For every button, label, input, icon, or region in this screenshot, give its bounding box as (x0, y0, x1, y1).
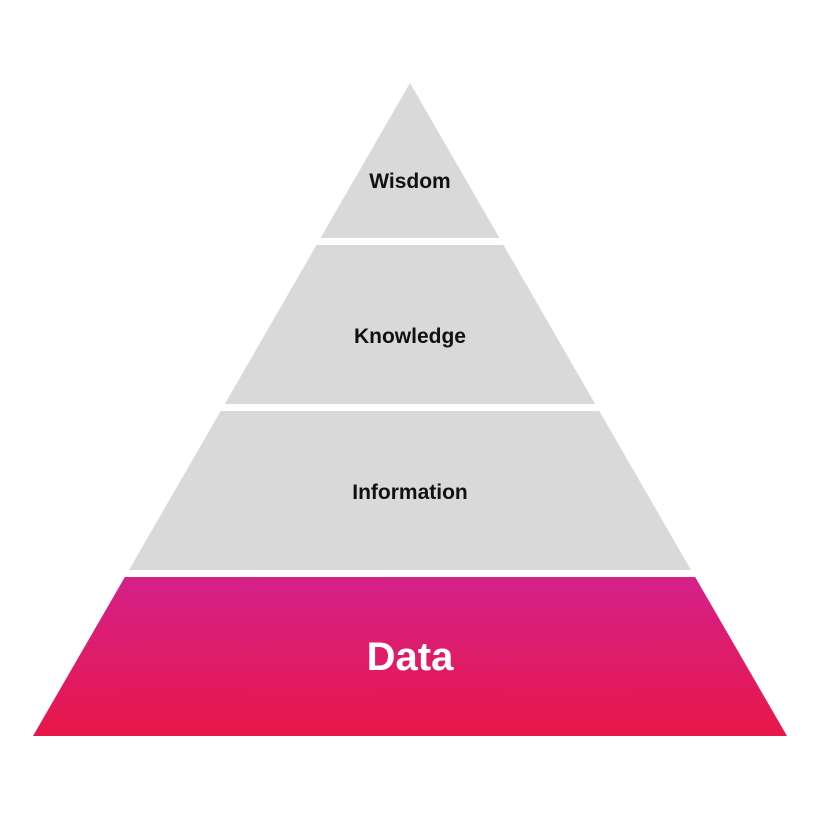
layer-wisdom (320, 83, 500, 238)
layer-information (129, 411, 691, 570)
label-data: Data (367, 635, 454, 679)
label-wisdom: Wisdom (369, 170, 450, 193)
label-knowledge: Knowledge (354, 325, 466, 348)
layer-data (33, 577, 787, 736)
label-information: Information (352, 481, 468, 504)
layer-knowledge (224, 245, 596, 404)
